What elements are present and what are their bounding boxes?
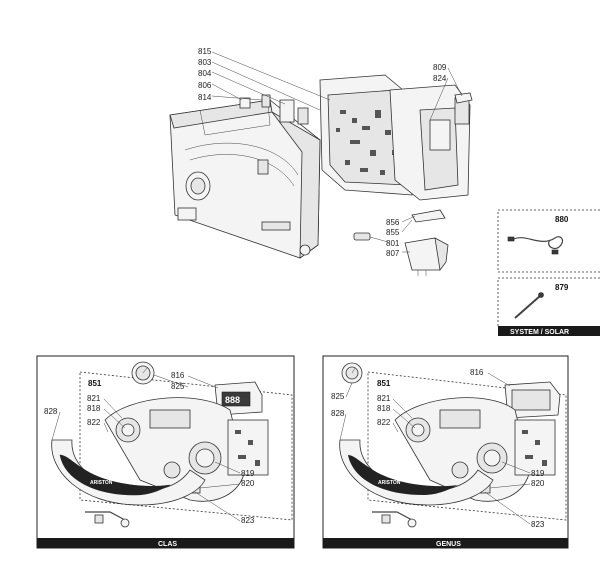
kit-code-879: 879 [555,283,569,292]
label-856: 856 [386,218,400,227]
clas-label-822: 822 [87,418,101,427]
control-box-casing [169,99,321,259]
genus-label-851: 851 [377,379,391,388]
top-leader-lines [211,51,463,253]
clas-label-828: 828 [44,407,58,416]
clas-brand: ARISTON [90,480,113,486]
label-855: 855 [386,228,400,237]
clas-label-825: 825 [171,382,185,391]
clas-panel: CLAS 888 [36,355,295,549]
genus-brand: ARISTON [378,480,401,486]
label-801: 801 [386,239,400,248]
fuse-and-relay [353,209,449,276]
genus-label-819: 819 [531,469,545,478]
genus-pressure-gauge [341,362,363,384]
clas-label-820: 820 [241,479,255,488]
label-815: 815 [198,47,212,56]
clas-pressure-gauge [131,361,155,385]
clas-display-digits: 888 [225,395,240,405]
cable-kit-icon [507,236,564,255]
clas-display-module: 888 [214,381,263,416]
clas-label-818: 818 [87,404,101,413]
genus-display-module [504,381,561,419]
genus-label-821: 821 [377,394,391,403]
label-806: 806 [198,81,212,90]
system-solar-caption: SYSTEM / SOLAR [510,329,569,336]
genus-label-816: 816 [470,368,484,377]
label-824: 824 [433,74,447,83]
clas-label-816: 816 [171,371,185,380]
clas-label-823: 823 [241,516,255,525]
label-814: 814 [198,93,212,102]
label-807: 807 [386,249,400,258]
clas-fittings [85,511,130,528]
genus-fittings [372,511,417,528]
genus-panel: GENUS ARISTON [322,355,569,549]
genus-caption: GENUS [436,541,461,548]
clas-label-851: 851 [88,379,102,388]
label-809: 809 [433,63,447,72]
top-exploded-view: 815 803 804 806 814 809 824 856 855 801 … [169,47,473,276]
clas-control-panel [104,397,269,502]
genus-label-828: 828 [331,409,345,418]
rear-cover [389,84,473,201]
genus-label-820: 820 [531,479,545,488]
genus-front-cover: ARISTON [339,439,494,506]
clas-label-821: 821 [87,394,101,403]
side-kit-panels: 880 879 SYSTEM / SOLAR [497,209,600,336]
clas-front-cover: ARISTON [51,439,206,506]
genus-leader-lines [339,372,531,525]
small-parts-806-814 [239,94,309,125]
genus-label-825: 825 [331,392,345,401]
genus-label-818: 818 [377,404,391,413]
clas-leader-lines [51,374,241,522]
clas-caption: CLAS [158,541,177,548]
label-803: 803 [198,58,212,67]
label-804: 804 [198,69,212,78]
genus-control-panel [394,397,556,502]
clas-label-819: 819 [241,469,255,478]
probe-kit-icon [514,292,544,319]
kit-code-880: 880 [555,215,569,224]
genus-label-823: 823 [531,520,545,529]
genus-label-822: 822 [377,418,391,427]
